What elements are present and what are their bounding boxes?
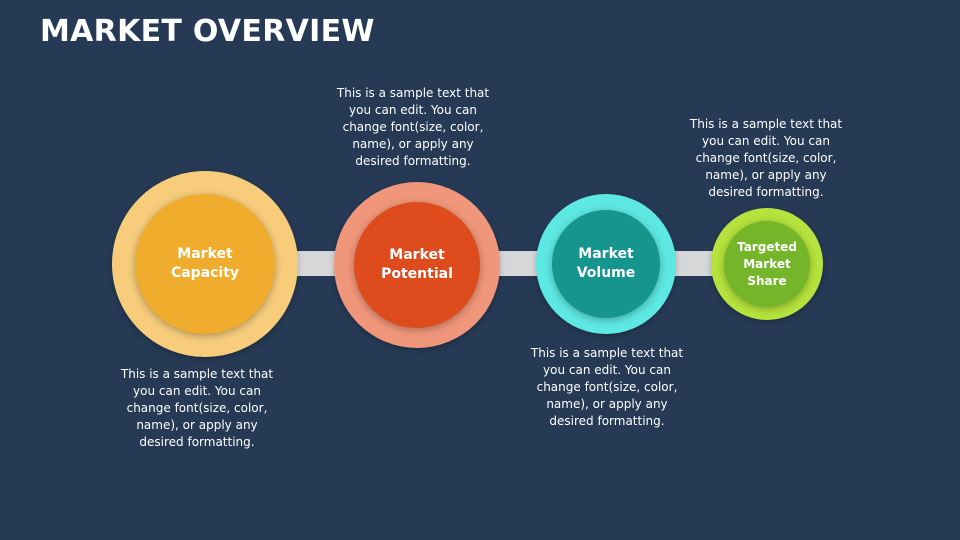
stage-2-label: Market Potential [381, 247, 453, 282]
stage-1-circle: Market Capacity [135, 194, 275, 334]
stage-1-label: Market Capacity [170, 246, 240, 281]
stage-2-description: This is a sample text that you can edit.… [336, 86, 490, 168]
stage-4-circle: Targeted Market Share [724, 221, 810, 307]
stage-1-description: This is a sample text that you can edit.… [120, 367, 274, 449]
stage-2-circle: Market Potential [354, 202, 480, 328]
stage-3-label: Market Volume [576, 246, 636, 281]
stage-3-circle: Market Volume [552, 210, 660, 318]
stage-4-description: This is a sample text that you can edit.… [689, 117, 843, 199]
page-title: MARKET OVERVIEW [40, 14, 375, 49]
stage-3-description: This is a sample text that you can edit.… [530, 346, 684, 428]
stage-4-label: Targeted Market Share [737, 239, 797, 288]
